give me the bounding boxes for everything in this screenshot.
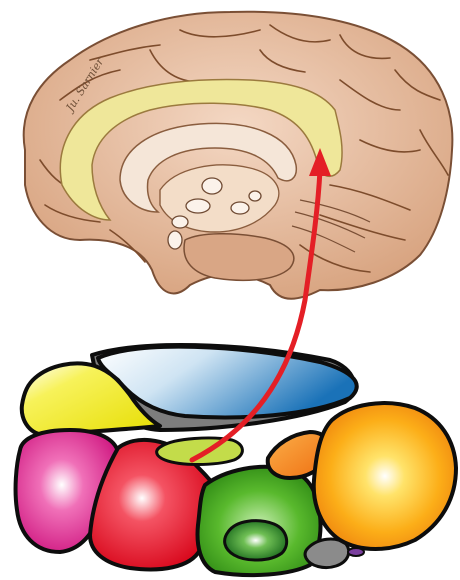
segment-orange-yellow (314, 403, 456, 549)
segment-green-small (157, 438, 243, 465)
thalamus-segmentation (16, 345, 456, 575)
segment-purple-accent (348, 548, 364, 556)
segment-green-dark (225, 521, 287, 560)
medial-brain-view: Ju. Sarnier (24, 12, 453, 299)
